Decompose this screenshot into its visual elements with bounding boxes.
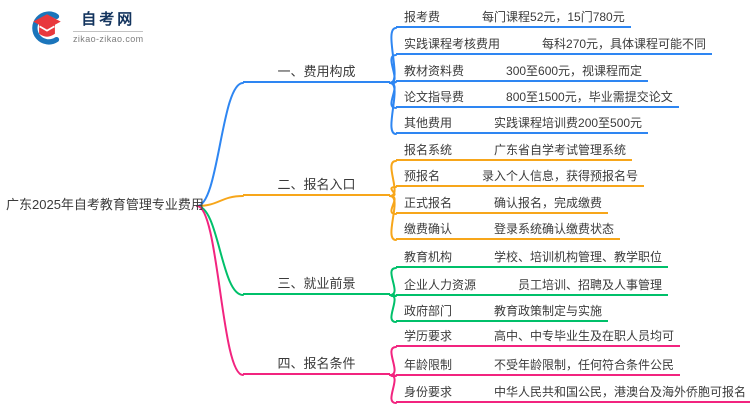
leaf-label: 教材资料费 xyxy=(404,64,465,78)
leaf-node[interactable]: 其他费用 实践课程培训费200至500元 xyxy=(396,114,649,134)
graduation-cap-icon xyxy=(32,11,61,45)
leaf-value: 教育政策制定与实施 xyxy=(494,304,603,318)
branch-node-4[interactable]: 四、报名条件 xyxy=(243,354,390,375)
branch-node-1[interactable]: 一、费用构成 xyxy=(243,62,390,83)
leaf-node[interactable]: 教育机构 学校、培训机构管理、教学职位 xyxy=(396,248,669,268)
leaf-label: 身份要求 xyxy=(404,385,453,399)
leaf-value: 中华人民共和国公民，港澳台及海外侨胞可报名 xyxy=(494,385,747,399)
leaf-node[interactable]: 身份要求 中华人民共和国公民，港澳台及海外侨胞可报名 xyxy=(396,383,750,403)
leaf-label: 报考费 xyxy=(404,10,441,24)
connector-path xyxy=(196,82,244,207)
leaf-label: 实践课程考核费用 xyxy=(404,37,501,51)
site-logo[interactable]: 自考网 zikao-zikao.com xyxy=(28,9,144,47)
leaf-node[interactable]: 论文指导费 800至1500元，毕业需提交论文 xyxy=(396,88,679,108)
leaf-value: 录入个人信息，获得预报名号 xyxy=(482,169,639,183)
branch-node-3[interactable]: 三、就业前景 xyxy=(243,274,390,295)
connector-path xyxy=(196,205,244,376)
leaf-value: 确认报名，完成缴费 xyxy=(494,196,603,210)
leaf-value: 实践课程培训费200至500元 xyxy=(494,116,643,130)
logo-domain: zikao-zikao.com xyxy=(73,34,144,44)
connector-path xyxy=(389,195,397,241)
logo-title: 自考网 xyxy=(81,11,136,28)
leaf-node[interactable]: 学历要求 高中、中专毕业生及在职人员均可 xyxy=(396,327,681,347)
root-node[interactable]: 广东2025年自考教育管理专业费用 xyxy=(6,197,204,212)
connector-path xyxy=(389,82,397,135)
leaf-label: 政府部门 xyxy=(404,304,453,318)
connector-path xyxy=(196,205,244,296)
leaf-label: 报名系统 xyxy=(404,143,453,157)
leaf-node[interactable]: 缴费确认 登录系统确认缴费状态 xyxy=(396,220,621,240)
leaf-node[interactable]: 实践课程考核费用 每科270元，具体课程可能不同 xyxy=(396,35,713,55)
leaf-label: 预报名 xyxy=(404,169,441,183)
leaf-label: 企业人力资源 xyxy=(404,278,477,292)
leaf-value: 800至1500元，毕业需提交论文 xyxy=(506,90,673,104)
leaf-node[interactable]: 年龄限制 不受年龄限制，任何符合条件公民 xyxy=(396,356,681,376)
leaf-label: 年龄限制 xyxy=(404,358,453,372)
leaf-node[interactable]: 预报名 录入个人信息，获得预报名号 xyxy=(396,167,645,187)
logo-text: 自考网 zikao-zikao.com xyxy=(73,11,144,45)
connector-path xyxy=(389,294,397,323)
leaf-value: 员工培训、招聘及人事管理 xyxy=(518,278,663,292)
leaf-label: 正式报名 xyxy=(404,196,453,210)
leaf-node[interactable]: 政府部门 教育政策制定与实施 xyxy=(396,302,609,322)
leaf-value: 不受年龄限制，任何符合条件公民 xyxy=(494,358,675,372)
logo-divider xyxy=(73,31,144,32)
leaf-label: 缴费确认 xyxy=(404,222,453,236)
leaf-label: 教育机构 xyxy=(404,250,453,264)
leaf-value: 学校、培训机构管理、教学职位 xyxy=(494,250,663,264)
leaf-value: 每门课程52元，15门780元 xyxy=(482,10,625,24)
leaf-node[interactable]: 企业人力资源 员工培训、招聘及人事管理 xyxy=(396,276,669,296)
leaf-label: 其他费用 xyxy=(404,116,453,130)
leaf-label: 论文指导费 xyxy=(404,90,465,104)
connector-path xyxy=(196,195,244,207)
branch-node-2[interactable]: 二、报名入口 xyxy=(243,175,390,196)
connector-path xyxy=(389,374,397,404)
leaf-node[interactable]: 正式报名 确认报名，完成缴费 xyxy=(396,194,609,214)
leaf-value: 登录系统确认缴费状态 xyxy=(494,222,615,236)
leaf-node[interactable]: 报考费 每门课程52元，15门780元 xyxy=(396,8,631,28)
leaf-value: 广东省自学考试管理系统 xyxy=(494,143,627,157)
leaf-value: 每科270元，具体课程可能不同 xyxy=(542,37,707,51)
leaf-label: 学历要求 xyxy=(404,329,453,343)
leaf-node[interactable]: 教材资料费 300至600元，视课程而定 xyxy=(396,62,649,82)
leaf-value: 高中、中专毕业生及在职人员均可 xyxy=(494,329,675,343)
leaf-node[interactable]: 报名系统 广东省自学考试管理系统 xyxy=(396,141,633,161)
leaf-value: 300至600元，视课程而定 xyxy=(506,64,643,78)
